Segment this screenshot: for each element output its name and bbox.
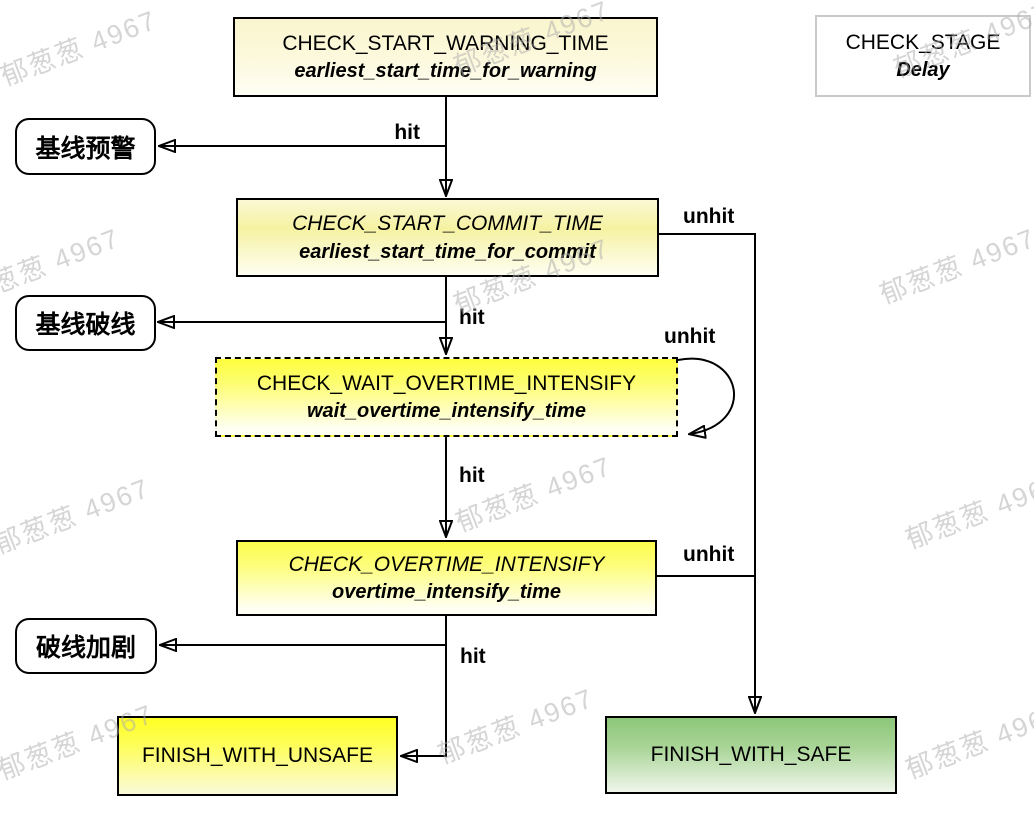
legend-title: CHECK_STAGE (845, 30, 1001, 54)
node-check-overtime-intensify: CHECK_OVERTIME_INTENSIFY overtime_intens… (236, 540, 657, 616)
node-title: CHECK_WAIT_OVERTIME_INTENSIFY (256, 371, 637, 395)
node-subtitle: earliest_start_time_for_warning (294, 60, 597, 83)
node-finish-with-unsafe: FINISH_WITH_UNSAFE (117, 716, 398, 796)
node-baseline-break: 基线破线 (15, 295, 156, 351)
node-subtitle: wait_overtime_intensify_time (307, 400, 586, 423)
node-subtitle: earliest_start_time_for_commit (299, 240, 596, 263)
edge-label-hit-overtime: hit (460, 645, 486, 668)
node-baseline-warning: 基线预警 (15, 118, 156, 175)
edge-label-unhit-commit: unhit (683, 205, 735, 228)
node-check-start-warning-time: CHECK_START_WARNING_TIME earliest_start_… (233, 17, 658, 97)
node-title: CHECK_START_WARNING_TIME (282, 31, 609, 55)
node-title: 基线破线 (35, 311, 136, 339)
node-title: CHECK_OVERTIME_INTENSIFY (288, 552, 605, 576)
node-check-wait-overtime-intensify: CHECK_WAIT_OVERTIME_INTENSIFY wait_overt… (215, 357, 678, 437)
edge-label-unhit-overtime: unhit (683, 543, 735, 566)
node-title: 基线预警 (35, 134, 136, 163)
legend-check-stage: CHECK_STAGE Delay (815, 15, 1031, 97)
edge-unhit-commit-to-safe (659, 233, 755, 712)
node-title: FINISH_WITH_SAFE (650, 742, 852, 766)
node-title: CHECK_START_COMMIT_TIME (292, 212, 603, 236)
node-check-start-commit-time: CHECK_START_COMMIT_TIME earliest_start_t… (236, 198, 659, 277)
edge-overtime-to-unsafe (402, 616, 447, 756)
node-title: 破线加剧 (35, 634, 136, 662)
node-finish-with-safe: FINISH_WITH_SAFE (605, 716, 897, 794)
edge-label-hit-commit: hit (459, 306, 485, 329)
edge-wait-self-loop (677, 357, 735, 434)
node-title: FINISH_WITH_UNSAFE (141, 743, 374, 767)
edge-label-unhit-wait-loop: unhit (664, 325, 716, 348)
node-subtitle: overtime_intensify_time (332, 581, 561, 604)
edge-label-hit-wait: hit (459, 464, 485, 487)
edge-label-hit-warning: hit (394, 121, 420, 144)
node-break-intensify: 破线加剧 (15, 618, 157, 674)
legend-subtitle: Delay (896, 59, 950, 82)
